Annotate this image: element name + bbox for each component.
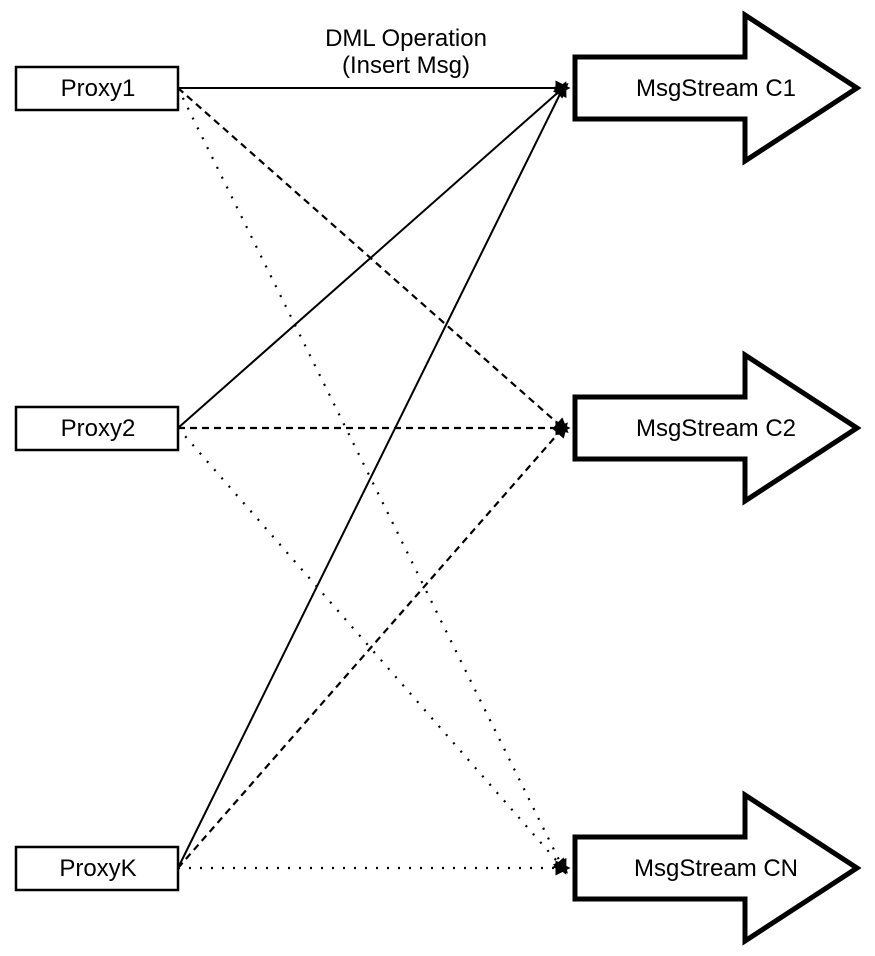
proxy1-box bbox=[14, 65, 180, 112]
msgstream-c1-label: MsgStream C1 bbox=[636, 75, 796, 102]
proxyk-node: ProxyK bbox=[14, 845, 180, 892]
msgstream-cn-arrow-shape bbox=[572, 790, 862, 946]
dml-operation-line2: (Insert Msg) bbox=[342, 52, 470, 79]
msgstream-c1-node: MsgStream C1 bbox=[572, 10, 862, 166]
proxy2-node: Proxy2 bbox=[14, 405, 180, 452]
msgstream-cn-node: MsgStream CN bbox=[572, 790, 862, 946]
edge-layer bbox=[177, 80, 571, 876]
proxyk-label: ProxyK bbox=[59, 855, 136, 882]
dml-operation-label: DML Operation (Insert Msg) bbox=[325, 25, 487, 79]
proxyk-box bbox=[14, 845, 180, 892]
msgstream-cn-label: MsgStream CN bbox=[634, 855, 798, 882]
proxy1-node: Proxy1 bbox=[14, 65, 180, 112]
edge-proxy1-to-c2 bbox=[177, 87, 569, 433]
proxy1-label: Proxy1 bbox=[61, 75, 136, 102]
dml-operation-line1: DML Operation bbox=[325, 25, 487, 52]
msgstream-c1-arrow-shape bbox=[572, 10, 862, 166]
proxy2-box bbox=[14, 405, 180, 452]
msgstream-c2-label: MsgStream C2 bbox=[636, 415, 796, 442]
edge-proxyk-to-c1 bbox=[177, 81, 567, 869]
proxy2-label: Proxy2 bbox=[61, 415, 136, 442]
edge-proxyk-to-c2 bbox=[177, 422, 568, 869]
msgstream-c2-node: MsgStream C2 bbox=[572, 350, 862, 506]
msgstream-c2-arrow-shape bbox=[572, 350, 862, 506]
edge-proxy1-to-cn bbox=[177, 87, 567, 875]
